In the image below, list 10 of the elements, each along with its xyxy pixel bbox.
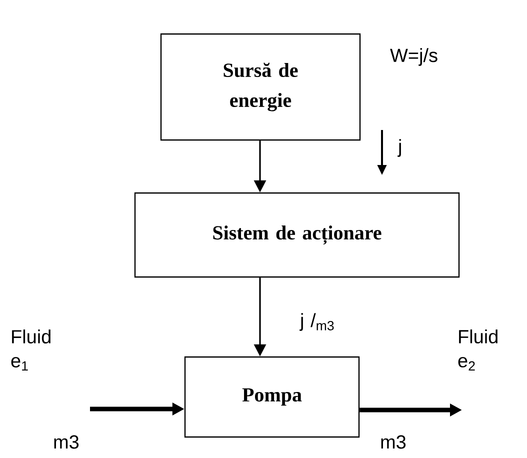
label: j /$_{m3}$ (300, 313, 334, 331)
process-box: Sistem de acționare (134, 192, 460, 278)
label: Fluid e$_{1}$ (11, 330, 50, 370)
label: W=j/s (390, 48, 438, 66)
process-box: Pompa (184, 356, 360, 438)
label: Fluid e$_{2}$ (458, 329, 498, 371)
process-box: Sursă de energie (160, 33, 361, 141)
label: j (398, 139, 401, 157)
label: m3 (54, 435, 79, 449)
label: m3 (381, 435, 406, 449)
